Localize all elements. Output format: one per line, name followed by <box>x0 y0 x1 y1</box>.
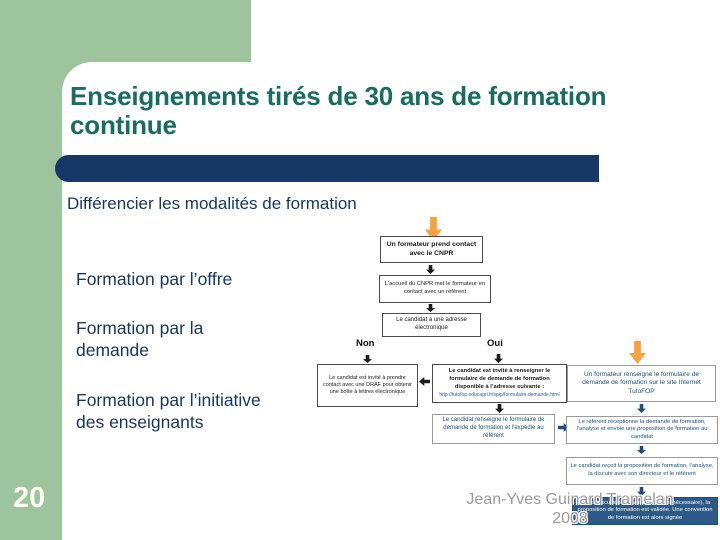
footer-author: Jean-Yves Guinard Tramelan <box>466 491 674 508</box>
title-underline-bar <box>55 155 599 182</box>
down-arrow-icon <box>363 355 372 363</box>
flow-box-text: Le candidat est invité à renseigner le f… <box>448 368 551 390</box>
green-accent-panel-left <box>0 0 62 540</box>
bullet-item-offre: Formation par l’offre <box>76 269 233 289</box>
flow-box-referent-receptionne: Le référent réceptionne la demande de fo… <box>566 416 718 444</box>
footer-credit: Jean-Yves Guinard Tramelan 2008 <box>420 490 720 528</box>
footer-year: 2008 <box>552 510 588 527</box>
down-arrow-icon <box>495 404 504 413</box>
slide-subtitle: Différencier les modalités de formation <box>67 194 357 213</box>
flow-box-tutofop-site: Un formateur renseigne le formulaire de … <box>567 365 716 402</box>
flow-box-convention-signee: Après discussion et ajustements (si néce… <box>572 497 718 525</box>
branch-label-oui: Oui <box>487 338 503 349</box>
flow-box-renseigner-formulaire: Le candidat est invité à renseigner le f… <box>432 364 567 403</box>
down-arrow-icon <box>494 354 503 363</box>
down-arrow-icon <box>426 304 435 312</box>
down-arrow-icon <box>637 404 646 413</box>
right-arrow-icon <box>558 423 569 432</box>
tutofop-url-link[interactable]: http://tutofop.educagri.fr/spip/formulai… <box>439 392 560 399</box>
flow-box-accueil-cnpr: L’accueil du CNPR met le formateur en co… <box>379 275 491 303</box>
bullet-item-demande: Formation par la demande <box>76 318 204 361</box>
flow-box-candidat-recoit: Le candidat reçoit la proposition de for… <box>566 457 718 485</box>
flow-box-formateur-cnpr: Un formateur prend contact avec le CNPR <box>380 236 483 263</box>
branch-label-non: Non <box>356 338 375 349</box>
flow-box-contact-draf: Le candidat est invité à prendre contact… <box>317 364 418 407</box>
bullet-item-initiative: Formation par l’initiative des enseignan… <box>76 390 261 433</box>
down-arrow-icon <box>637 446 646 454</box>
slide-title: Enseignements tirés de 30 ans de formati… <box>70 81 607 141</box>
down-arrow-icon <box>637 487 646 496</box>
flow-box-adresse-electronique: Le candidat a une adresse électronique <box>382 313 481 337</box>
page-number: 20 <box>13 482 46 514</box>
down-arrow-icon <box>426 265 435 274</box>
flow-box-expedie-referent: Le candidat renseigne le formulaire de d… <box>432 414 555 444</box>
left-arrow-icon <box>419 377 430 386</box>
